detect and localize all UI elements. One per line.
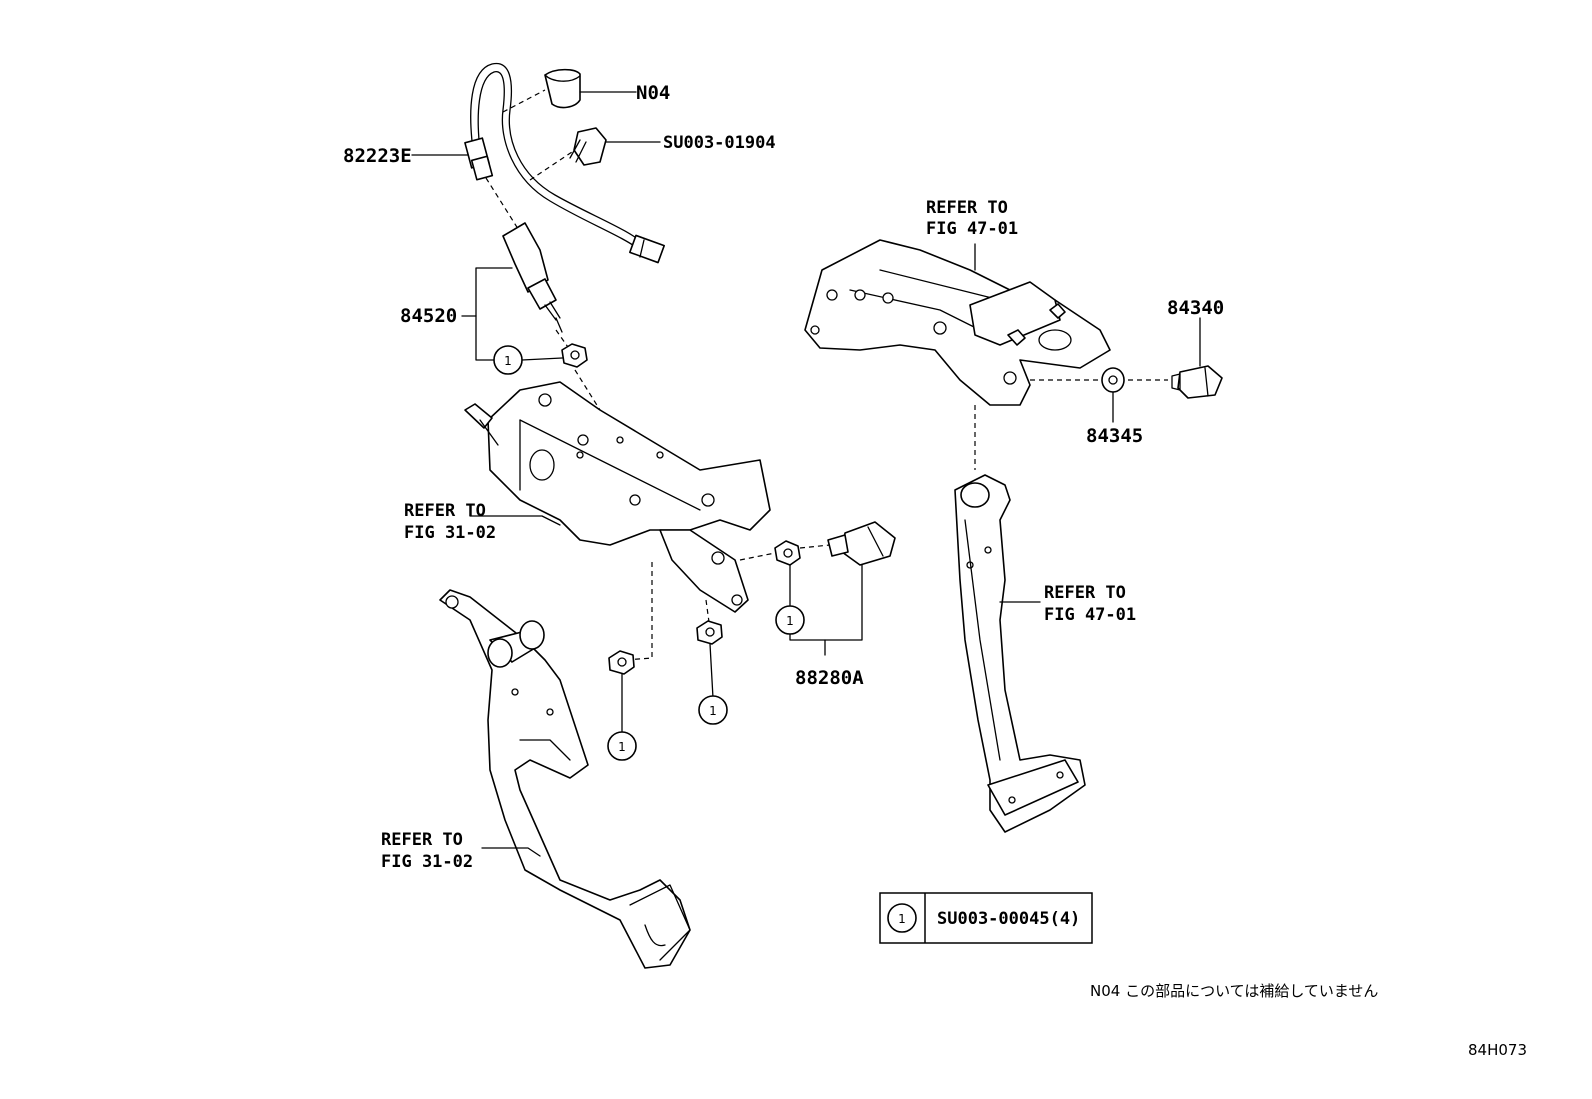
label-84520: 84520	[400, 305, 457, 327]
legend-part: SU003-00045(4)	[937, 909, 1080, 929]
nut-88280a	[774, 540, 801, 566]
label-refer-fig31-mid-2: FIG 31-02	[404, 523, 496, 543]
svg-text:1: 1	[709, 704, 717, 718]
label-84345: 84345	[1086, 425, 1143, 447]
label-88280a: 88280A	[795, 667, 864, 689]
legend-number: 1	[898, 912, 906, 926]
callout-88280a: 1	[775, 605, 805, 635]
switch-84520	[502, 222, 563, 333]
label-n04: N04	[636, 82, 670, 104]
nut-lower-mid	[696, 620, 723, 645]
svg-text:1: 1	[618, 740, 626, 754]
callout-84520: 1	[493, 345, 523, 375]
label-84340: 84340	[1167, 297, 1224, 319]
label-su003-01904: SU003-01904	[663, 133, 776, 153]
label-82223e: 82223E	[343, 145, 412, 167]
svg-text:1: 1	[504, 354, 512, 368]
washer-84345	[1101, 367, 1125, 393]
label-refer-fig31-mid-1: REFER TO	[404, 501, 486, 521]
label-refer-fig47-mid-1: REFER TO	[1044, 583, 1126, 603]
svg-text:1: 1	[786, 614, 794, 628]
label-refer-fig31-bot-2: FIG 31-02	[381, 852, 473, 872]
callout-nut-left: 1	[607, 731, 637, 761]
label-refer-fig47-top-2: FIG 47-01	[926, 219, 1018, 239]
brake-pedal	[954, 474, 1086, 833]
nut-lower-left	[608, 650, 635, 675]
figure-id: 84H073	[1468, 1041, 1527, 1059]
clamp-su003-01904	[569, 127, 607, 166]
nut-84520	[561, 343, 588, 368]
label-refer-fig31-bot-1: REFER TO	[381, 830, 463, 850]
switch-84340	[1171, 365, 1223, 399]
wire-harness	[464, 62, 665, 264]
switch-88280a	[827, 521, 896, 566]
clutch-pedal-bracket	[464, 381, 771, 613]
legend-box: 1 SU003-00045(4)	[879, 892, 1093, 944]
label-refer-fig47-top-1: REFER TO	[926, 198, 1008, 218]
brake-pedal-bracket	[804, 239, 1111, 406]
clip-n04	[544, 68, 581, 109]
footnote-n04: N04 この部品については補給していません	[1090, 982, 1378, 1000]
callout-nut-mid: 1	[698, 695, 728, 725]
clutch-pedal	[439, 589, 691, 969]
label-refer-fig47-mid-2: FIG 47-01	[1044, 605, 1136, 625]
